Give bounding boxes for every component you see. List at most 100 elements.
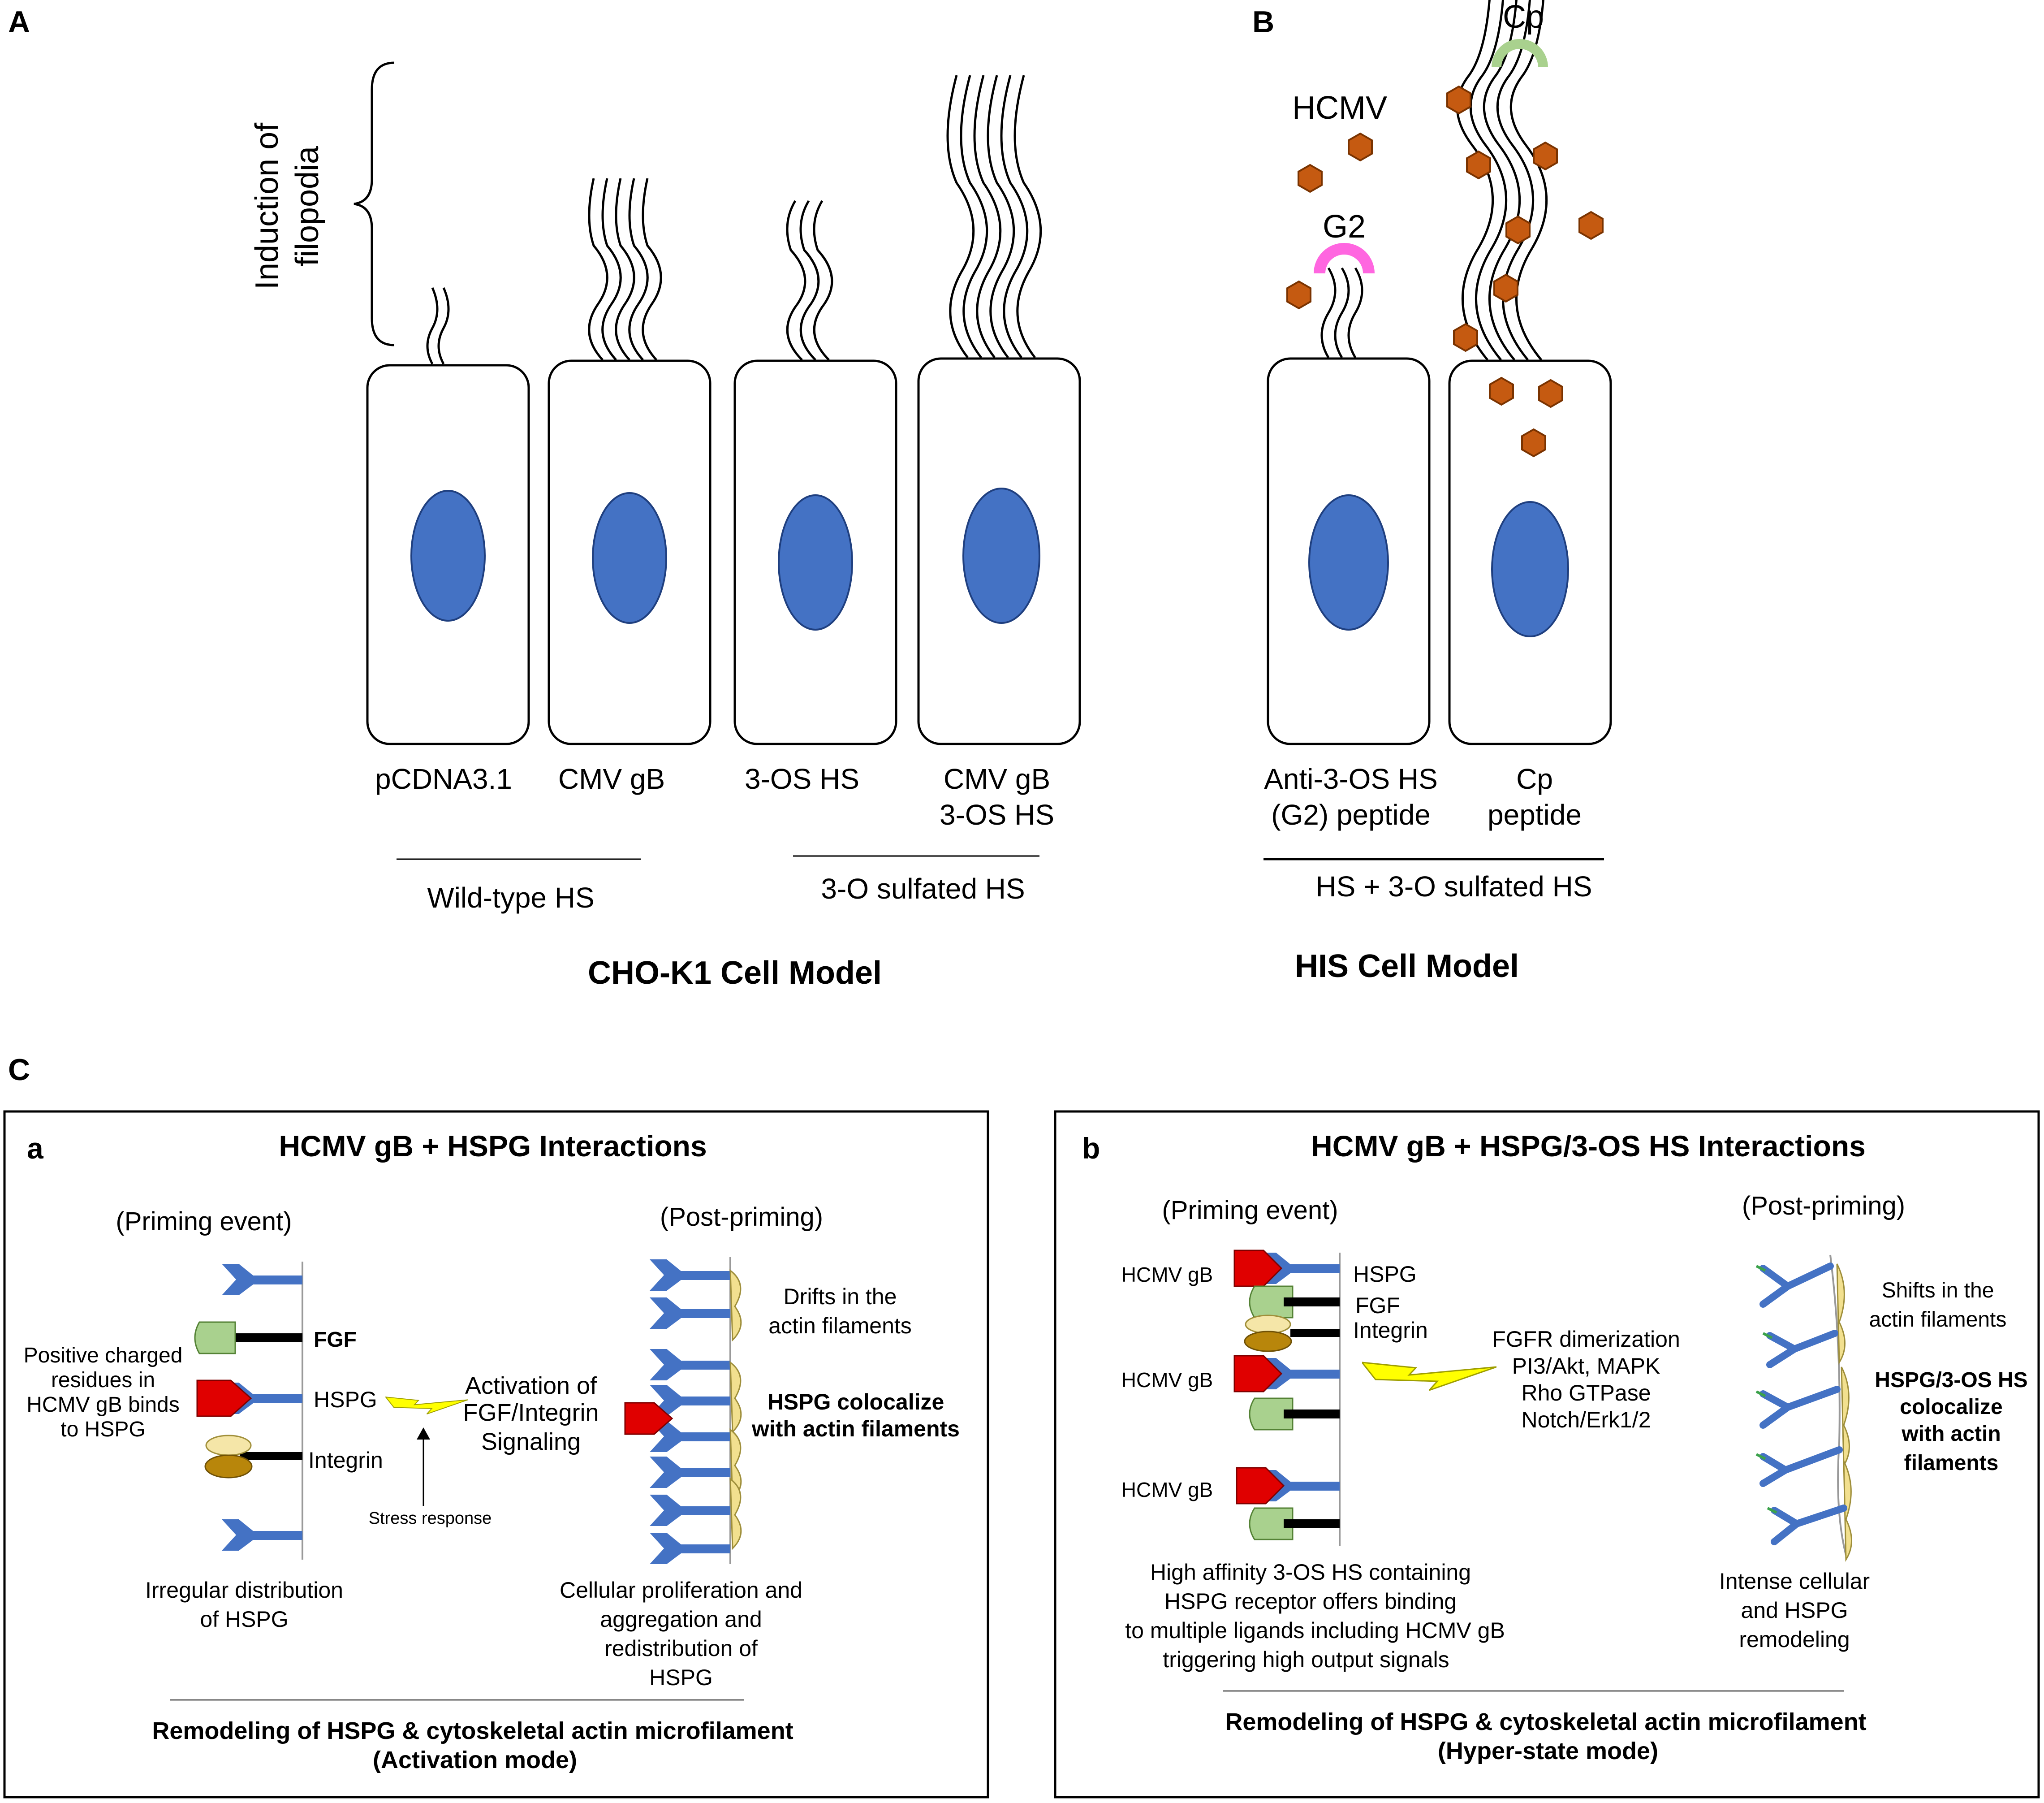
signal-bolt-icon	[385, 1397, 468, 1415]
hcmv-virion-icon	[1578, 211, 1604, 240]
hspg-receptor-icon	[222, 1264, 302, 1295]
group-label-3o-sulfated: 3-O sulfated HS	[821, 873, 1025, 905]
shifts-label: Shifts in the	[1882, 1279, 1994, 1302]
integrin-icon	[204, 1454, 253, 1479]
fgf-ligand-icon	[1249, 1507, 1294, 1540]
hcmv-virion-icon	[1453, 323, 1478, 352]
g2-peptide-arc	[1314, 243, 1375, 274]
hspg-receptor-icon	[650, 1495, 730, 1526]
fgf-label: FGF	[314, 1328, 357, 1352]
panel-label-a: A	[8, 5, 30, 39]
hspg-3os-receptor-icon	[1759, 1404, 1791, 1429]
hspg-receptor-icon	[650, 1533, 730, 1564]
signal-label: PI3/Akt, MAPK	[1512, 1353, 1660, 1379]
hspg-receptor-icon	[650, 1349, 730, 1380]
hcmv-gb-icon	[624, 1402, 673, 1435]
signal-bolt-icon	[1362, 1362, 1496, 1391]
remodel-label: Remodeling of HSPG & cytoskeletal actin …	[152, 1717, 793, 1744]
priming-label: (Priming event)	[1162, 1196, 1338, 1225]
cell-label: 3-OS HS	[745, 763, 859, 795]
hspg-3os-receptor-icon	[1766, 1345, 1798, 1368]
hcmv-gb-icon	[1233, 1250, 1283, 1287]
shifts-label: actin filaments	[1869, 1308, 2007, 1332]
arrow-head-icon	[417, 1427, 430, 1440]
fgf-ligand-icon	[1249, 1397, 1294, 1431]
hspg-receptor-icon	[650, 1297, 730, 1329]
drifts-label: Drifts in the	[784, 1284, 897, 1309]
left-note: residues in	[51, 1368, 155, 1392]
nucleus	[1491, 501, 1569, 637]
hcmv-virion-icon	[1348, 132, 1373, 162]
filopodia-cmv-gb	[588, 178, 662, 361]
priming-receptor-complex	[1233, 1250, 1340, 1540]
filopodia-g2	[1320, 267, 1363, 359]
cp-label: Cp	[1503, 0, 1544, 35]
brace-label-line1: Induction of	[249, 122, 285, 290]
integrin-icon	[205, 1435, 252, 1456]
hcmv-virion-icon	[1489, 376, 1514, 406]
cell-label: peptide	[1488, 799, 1582, 831]
hcmv-label: HCMV	[1292, 90, 1387, 126]
irregular-label: of HSPG	[200, 1607, 288, 1632]
hcmv-virion-icon	[1466, 150, 1491, 180]
integrin-icon	[1245, 1314, 1291, 1334]
hspg-3os-receptor-icon	[1771, 1505, 1847, 1528]
postpriming-label: (Post-priming)	[1742, 1191, 1905, 1220]
stress-label: Stress response	[369, 1509, 492, 1528]
panel-c-a-frame	[3, 1110, 989, 1799]
integrin-icon	[1244, 1331, 1292, 1352]
remodel-mode-label: (Activation mode)	[373, 1747, 577, 1773]
irregular-label: Irregular distribution	[145, 1578, 343, 1603]
hspg-3os-receptor-icon	[1766, 1330, 1838, 1353]
activation-label: FGF/Integrin	[463, 1399, 599, 1426]
intense-label: Intense cellular	[1719, 1569, 1870, 1594]
colocalize-label: with actin	[1901, 1422, 2001, 1446]
high-affinity-label: to multiple ligands including HCMV gB	[1125, 1618, 1505, 1643]
left-note: Positive charged	[24, 1344, 183, 1367]
integrin-label: Integrin	[308, 1448, 383, 1473]
hspg-label: HSPG	[314, 1387, 377, 1412]
model-title-his: HIS Cell Model	[1295, 948, 1519, 984]
post-priming-hspg-cluster	[624, 1259, 742, 1564]
high-affinity-label: High affinity 3-OS HS containing	[1150, 1560, 1471, 1585]
priming-label: (Priming event)	[116, 1207, 292, 1236]
signal-label: FGFR dimerization	[1492, 1327, 1680, 1352]
remodel-mode-label: (Hyper-state mode)	[1438, 1738, 1658, 1764]
intense-label: remodeling	[1739, 1627, 1850, 1652]
cell-label: pCDNA3.1	[375, 763, 512, 795]
left-note: to HSPG	[60, 1418, 145, 1441]
cellular-label: Cellular proliferation and	[560, 1578, 802, 1603]
left-note: HCMV gB binds	[26, 1393, 179, 1417]
hspg-3os-receptor-icon	[1759, 1466, 1789, 1487]
nucleus	[1308, 494, 1389, 631]
sulfation-mark	[1755, 1265, 1766, 1272]
panel-c-b: b HCMV gB + HSPG/3-OS HS Interactions (P…	[1054, 1110, 2040, 1799]
cellular-label: redistribution of	[604, 1636, 758, 1661]
subpanel-letter-b: b	[1082, 1132, 1100, 1165]
intense-label: and HSPG	[1741, 1598, 1848, 1623]
colocalize-label: HSPG/3-OS HS	[1875, 1368, 2027, 1392]
hspg-3os-receptor-icon	[1759, 1386, 1841, 1411]
actin-filament-icon	[729, 1477, 742, 1550]
high-affinity-label: triggering high output signals	[1163, 1647, 1449, 1672]
nucleus	[962, 488, 1040, 624]
hcmv-virion-icon	[1533, 141, 1558, 171]
hcmv-virion-icon	[1521, 428, 1546, 458]
signal-label: Rho GTPase	[1521, 1380, 1651, 1405]
hcmv-gb-icon	[196, 1379, 252, 1417]
membrane-line	[1829, 1254, 1847, 1556]
hspg-label: HSPG	[1353, 1262, 1417, 1287]
subpanel-title-b: HCMV gB + HSPG/3-OS HS Interactions	[1311, 1129, 1866, 1163]
colocalize-label: colocalize	[1900, 1395, 2002, 1419]
integrin-receptor-icon	[1290, 1329, 1340, 1337]
hcmv-virion-icon	[1538, 379, 1563, 408]
panel-c-b-frame	[1054, 1110, 2040, 1799]
fgf-receptor-icon	[1284, 1519, 1340, 1528]
signal-label: Notch/Erk1/2	[1521, 1407, 1651, 1432]
actin-filament-icon	[729, 1269, 742, 1342]
subpanel-title-a: HCMV gB + HSPG Interactions	[279, 1129, 707, 1163]
cell-label: Anti-3-OS HS	[1264, 763, 1438, 795]
fgf-receptor-icon	[226, 1333, 302, 1342]
hspg-receptor-icon	[222, 1519, 302, 1551]
cell-label: (G2) peptide	[1271, 799, 1431, 831]
